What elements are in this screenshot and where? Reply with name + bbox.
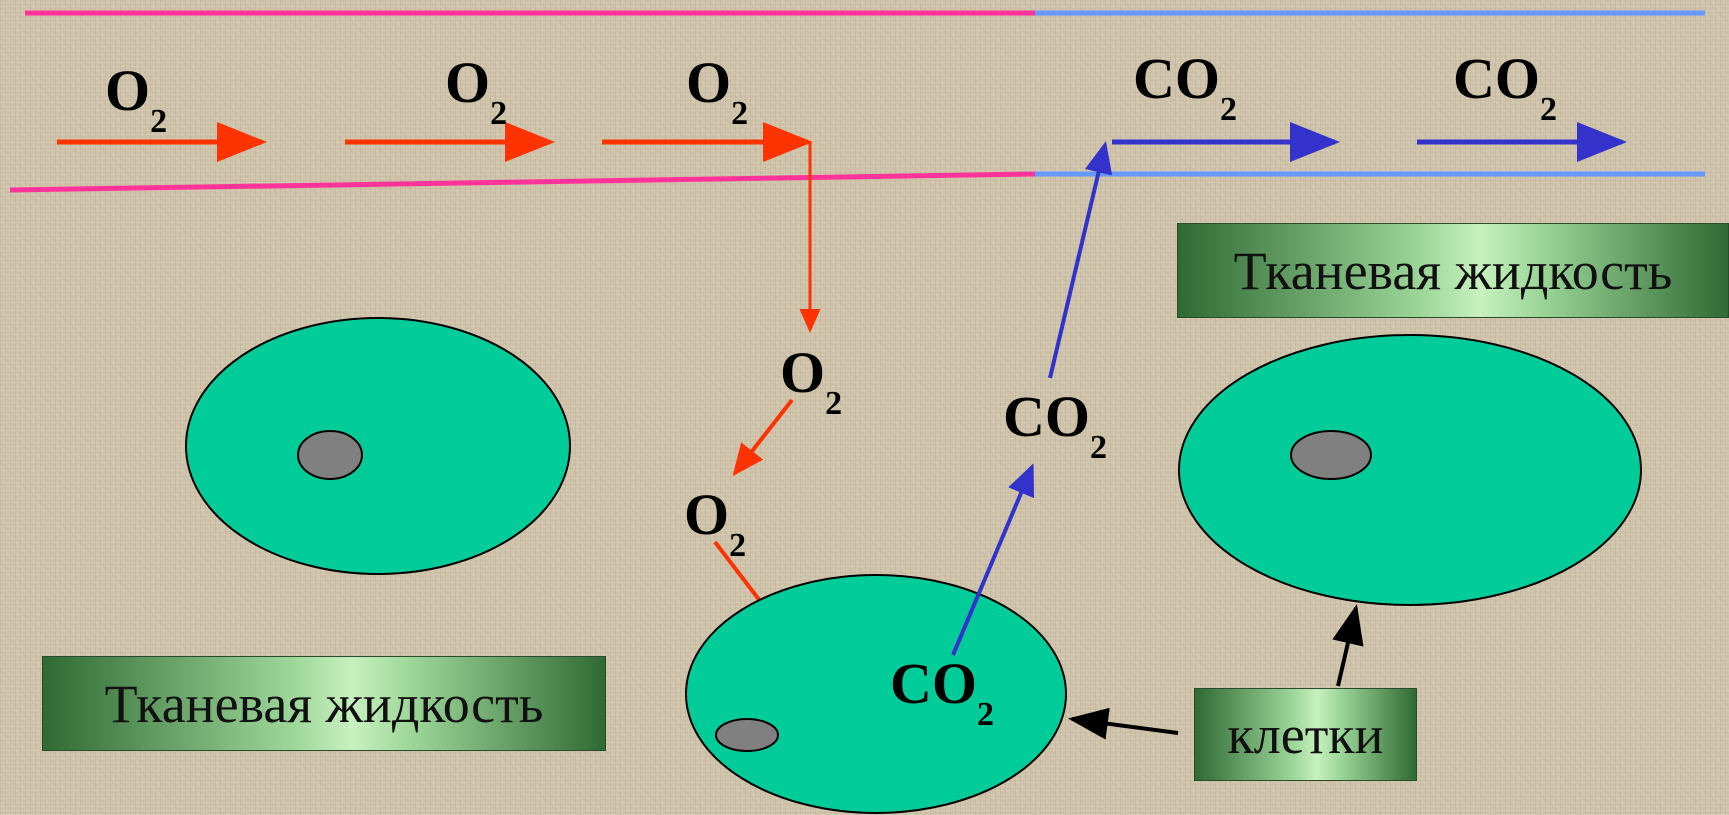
vessel-o2-label-3: O2 bbox=[686, 50, 748, 132]
cell-center-nucleus bbox=[715, 718, 779, 752]
co2-out-of-cell-arrow bbox=[951, 463, 1035, 656]
tissue-co2-label-mid: CO2 bbox=[1003, 384, 1107, 466]
tissue-o2-label-b: O2 bbox=[684, 482, 746, 564]
vessel-o2-label-1: O2 bbox=[105, 58, 167, 140]
cells-label: клетки bbox=[1194, 688, 1417, 781]
pointer-arrow-right-cell bbox=[1332, 604, 1364, 687]
cell-left-nucleus bbox=[297, 430, 363, 480]
cell-co2-label: CO2 bbox=[890, 651, 994, 733]
cell-right bbox=[1178, 334, 1642, 606]
tissue-fluid-label-left: Тканевая жидкость bbox=[42, 656, 606, 751]
vessel-co2-label-2: CO2 bbox=[1453, 46, 1557, 128]
tissue-fluid-label-right: Тканевая жидкость bbox=[1177, 223, 1729, 318]
cell-left bbox=[185, 317, 571, 575]
cell-right-nucleus bbox=[1290, 430, 1372, 480]
cell-center bbox=[685, 574, 1067, 814]
pointer-arrow-center-cell bbox=[1068, 707, 1179, 740]
vessel-co2-label-1: CO2 bbox=[1133, 46, 1237, 128]
tissue-o2-label-a: O2 bbox=[780, 340, 842, 422]
co2-into-vessel-arrow bbox=[1048, 141, 1113, 379]
vessel-wall-bottom-arterial bbox=[9, 171, 1036, 193]
vessel-o2-label-2: O2 bbox=[445, 50, 507, 132]
o2-diffusion-arrow bbox=[732, 398, 794, 477]
